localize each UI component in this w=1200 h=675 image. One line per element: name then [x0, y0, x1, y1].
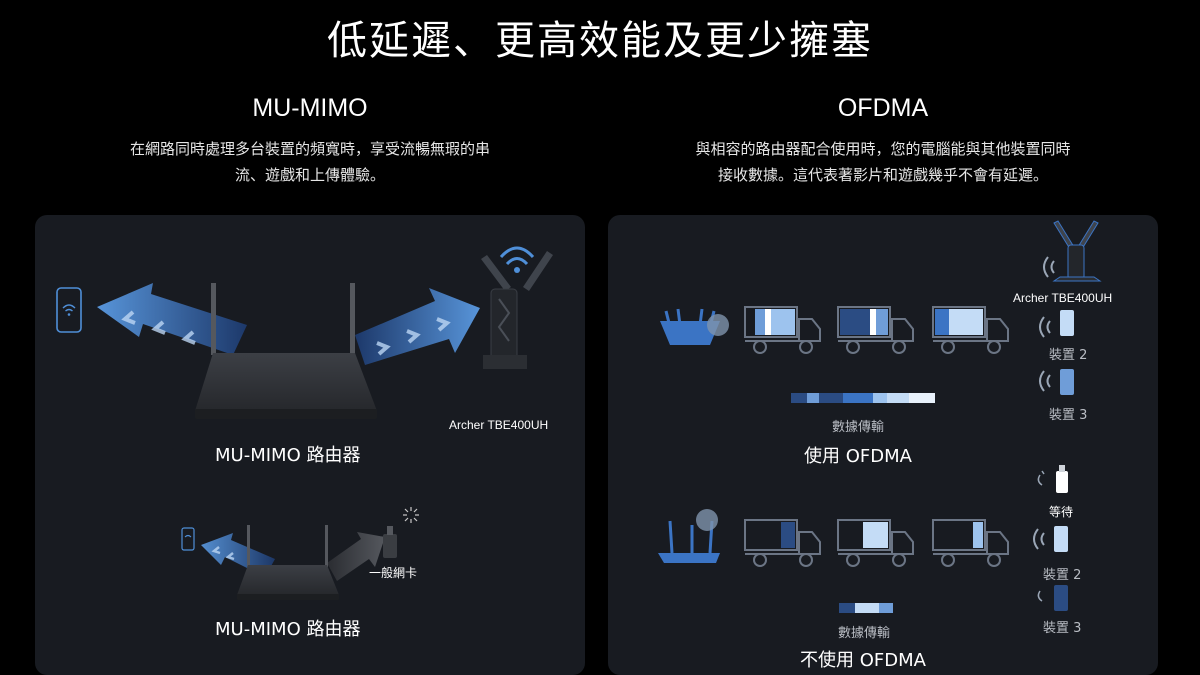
- ofdma-description-line1: 與相容的路由器配合使用時，您的電腦能與其他裝置同時: [695, 140, 1071, 158]
- generic-adapter-label: 一般網卡: [369, 566, 418, 580]
- ofdma-panel: Archer TBE400UH 裝置 2 裝置 3 數據傳輸 使用 OFDMA …: [608, 215, 1158, 675]
- device-3-label: 裝置 3: [1049, 408, 1088, 423]
- without-ofdma-caption: 不使用 OFDMA: [800, 650, 926, 671]
- standard-router-icon: [658, 509, 720, 563]
- mu-mimo-description: 在網路同時處理多台裝置的頻寬時，享受流暢無瑕的串 流、遊戲和上傳體驗。: [30, 136, 590, 188]
- archer-adapter-label-right: Archer TBE400UH: [1013, 291, 1113, 305]
- mu-mimo-panel: Archer TBE400UH MU-MIMO 路由器 一般網卡 MU-MIMO…: [35, 215, 585, 675]
- ofdma-heading: OFDMA: [837, 94, 929, 122]
- device-2-icon: [1039, 310, 1074, 338]
- archer-tbe400uh-adapter-small: [1043, 220, 1102, 282]
- archer-adapter-label: Archer TBE400UH: [449, 418, 549, 432]
- generic-usb-adapter: [383, 526, 397, 558]
- data-transfer-label: 數據傳輸: [832, 420, 885, 435]
- mu-mimo-heading: MU-MIMO: [252, 94, 368, 122]
- data-transfer-bar: [791, 393, 935, 403]
- mu-mimo-router-label-bottom: MU-MIMO 路由器: [215, 619, 361, 640]
- data-stream-arrow-right: [355, 288, 480, 365]
- delivery-truck-6: [932, 519, 1009, 567]
- mu-mimo-diagram: [56, 246, 553, 600]
- delivery-truck-1: [744, 306, 821, 354]
- device-3-icon-bottom: [1037, 585, 1068, 611]
- loading-spinner-icon: [403, 507, 419, 523]
- gaming-router-icon: [660, 308, 729, 345]
- mu-mimo-description-line2: 流、遊戲和上傳體驗。: [234, 166, 385, 184]
- delivery-truck-5: [837, 519, 914, 567]
- data-transfer-bar-bottom: [839, 603, 893, 613]
- device-2-label-bottom: 裝置 2: [1043, 568, 1082, 583]
- mu-mimo-router-small: [237, 525, 339, 600]
- smartphone-icon-small: [181, 527, 195, 551]
- mu-mimo-description-line1: 在網路同時處理多台裝置的頻寬時，享受流暢無瑕的串: [129, 140, 490, 158]
- data-stream-arrow-left: [97, 283, 247, 355]
- waiting-label: 等待: [1049, 505, 1074, 519]
- mu-mimo-router-label: MU-MIMO 路由器: [215, 445, 361, 466]
- waiting-adapter-icon: [1037, 465, 1068, 493]
- archer-tbe400uh-adapter: [481, 246, 553, 369]
- data-transfer-label-bottom: 數據傳輸: [838, 626, 891, 641]
- data-stream-arrow-gray: [327, 532, 385, 581]
- device-2-label: 裝置 2: [1049, 348, 1088, 363]
- device-3-label-bottom: 裝置 3: [1043, 621, 1082, 636]
- delivery-truck-4: [744, 519, 821, 567]
- with-ofdma-caption: 使用 OFDMA: [804, 446, 912, 467]
- ofdma-description-line2: 接收數據。這代表著影片和遊戲幾乎不會有延遲。: [717, 166, 1048, 184]
- device-3-icon: [1039, 369, 1074, 395]
- smartphone-icon: [56, 287, 82, 333]
- ofdma-description: 與相容的路由器配合使用時，您的電腦能與其他裝置同時 接收數據。這代表著影片和遊戲…: [603, 136, 1163, 188]
- delivery-truck-3: [932, 306, 1009, 354]
- ofdma-diagram: [658, 220, 1102, 613]
- device-2-icon-bottom: [1033, 526, 1068, 552]
- page-title: 低延遲、更高效能及更少擁塞: [327, 18, 873, 64]
- mu-mimo-router-large: [195, 283, 377, 419]
- delivery-truck-2: [837, 306, 914, 354]
